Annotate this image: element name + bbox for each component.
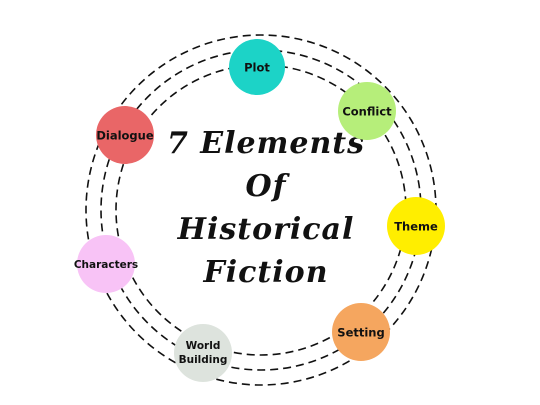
node-setting-circle — [332, 303, 390, 361]
node-conflict-circle — [338, 82, 396, 140]
node-world-building: World Building — [174, 324, 232, 382]
node-dialogue-circle — [96, 106, 154, 164]
node-world-building-circle — [174, 324, 232, 382]
node-characters-circle — [77, 235, 135, 293]
node-setting-label: Setting — [337, 326, 384, 340]
diagram-title: 7 Elements Of Historical Fiction — [167, 126, 365, 290]
node-world-building-label-line1: World — [186, 340, 221, 352]
node-plot-label: Plot — [244, 61, 270, 75]
node-plot: Plot — [229, 39, 285, 95]
title-line-4: Fiction — [202, 255, 328, 290]
node-plot-circle — [229, 39, 285, 95]
node-characters-label: Characters — [74, 259, 138, 271]
node-world-building-label-line2: Building — [179, 354, 228, 366]
title-line-3: Historical — [177, 212, 355, 247]
node-theme-circle — [387, 197, 445, 255]
node-theme-label: Theme — [394, 220, 438, 234]
node-dialogue: Dialogue — [96, 106, 154, 164]
title-line-1: 7 Elements — [167, 126, 365, 161]
node-conflict: Conflict — [338, 82, 396, 140]
node-setting: Setting — [332, 303, 390, 361]
title-line-2: Of — [245, 169, 290, 204]
node-characters: Characters — [74, 235, 138, 293]
node-theme: Theme — [387, 197, 445, 255]
node-dialogue-label: Dialogue — [96, 129, 154, 143]
node-conflict-label: Conflict — [342, 105, 392, 119]
